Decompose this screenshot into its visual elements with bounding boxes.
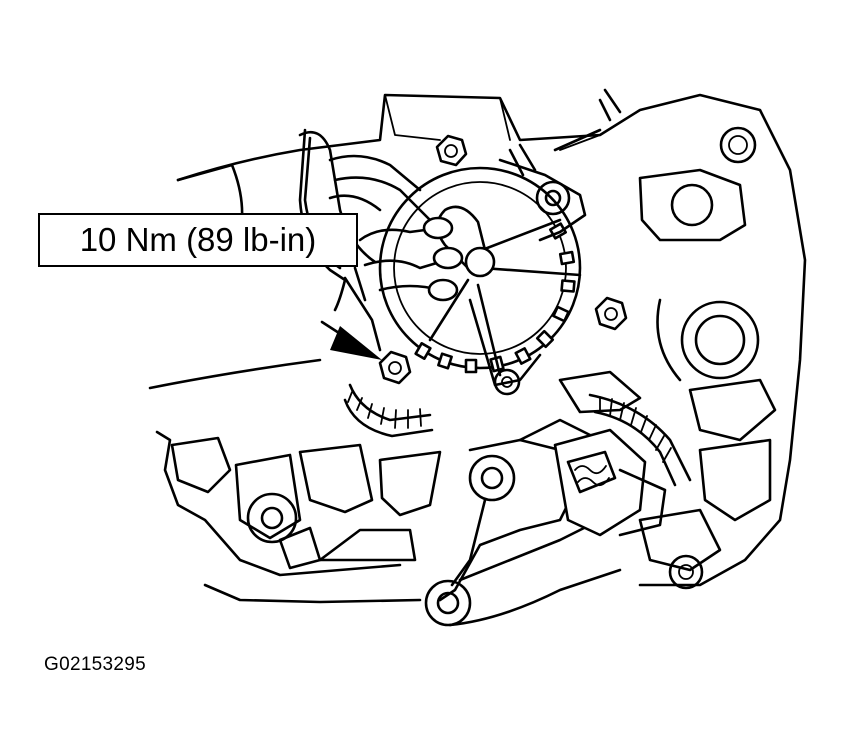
case-ribs	[170, 370, 777, 590]
bolt-right	[594, 296, 628, 331]
torque-leader-arrow	[320, 320, 382, 360]
mounting-bracket	[424, 418, 622, 627]
electrical-connector	[553, 428, 667, 537]
range-sensor	[378, 128, 602, 396]
wiring-harness	[343, 383, 692, 487]
bolt-top	[435, 134, 468, 167]
bolt-torque-target	[378, 350, 412, 385]
upper-right-bosses	[638, 126, 760, 382]
torque-spec-callout: 10 Nm (89 lb-in)	[38, 213, 358, 267]
transmission-case	[148, 88, 807, 604]
figure-id-label: G02153295	[44, 654, 147, 675]
